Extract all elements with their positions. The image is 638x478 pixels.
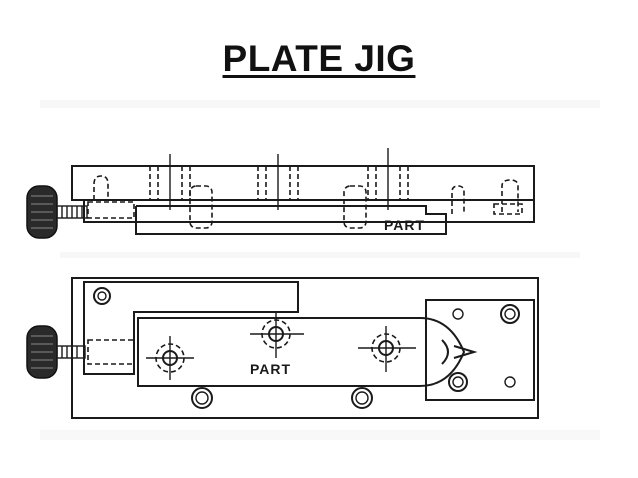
top-end-plate (425, 299, 535, 401)
top-end-screw-2-inner (452, 376, 464, 388)
top-view: PART (26, 277, 539, 419)
side-bushing-3 (367, 166, 409, 200)
top-bushing-3 (358, 326, 416, 372)
top-end-hole-2 (504, 376, 516, 388)
side-jig-plate (71, 165, 535, 201)
side-part-label: PART (384, 217, 425, 233)
top-clamp-bracket (83, 281, 299, 375)
side-bushing-2 (257, 166, 299, 200)
side-part (135, 205, 447, 235)
side-center-lines (169, 148, 389, 210)
top-end-screw-2 (448, 372, 468, 392)
top-screw-thread (61, 346, 78, 358)
top-locating-pin-1 (191, 387, 213, 409)
top-locating-pin-2-inner (355, 391, 369, 405)
top-locating-pin-2 (351, 387, 373, 409)
side-hidden-locator-2 (343, 185, 367, 229)
top-end-hole-1 (452, 308, 464, 320)
side-knob-knurl (31, 195, 53, 229)
slide-title: PLATE JIG (222, 38, 416, 79)
top-bushing-1 (146, 336, 194, 380)
side-hidden-pin-left (93, 175, 109, 200)
top-knob-knurl (31, 335, 53, 369)
top-end-screw-1 (500, 304, 520, 324)
top-bracket-hole-inner (97, 291, 107, 301)
top-hidden-clamp-pad (87, 339, 135, 365)
top-v-locator (441, 339, 478, 365)
side-clamp-block (87, 201, 135, 219)
top-locating-pin-1-inner (195, 391, 209, 405)
side-hidden-locator-1 (189, 185, 213, 229)
top-bushing-2 (250, 312, 304, 358)
top-end-screw-1-inner (504, 308, 516, 320)
top-bracket-hole (93, 287, 111, 305)
top-part (137, 317, 466, 387)
scan-noise (40, 100, 600, 440)
side-view: PART (26, 148, 535, 239)
side-screw-thread (61, 206, 83, 218)
side-hidden-nut (493, 203, 523, 215)
top-screw (56, 345, 86, 359)
top-part-label: PART (250, 361, 291, 377)
side-base (83, 200, 535, 223)
side-hidden-pin-end (501, 179, 519, 212)
